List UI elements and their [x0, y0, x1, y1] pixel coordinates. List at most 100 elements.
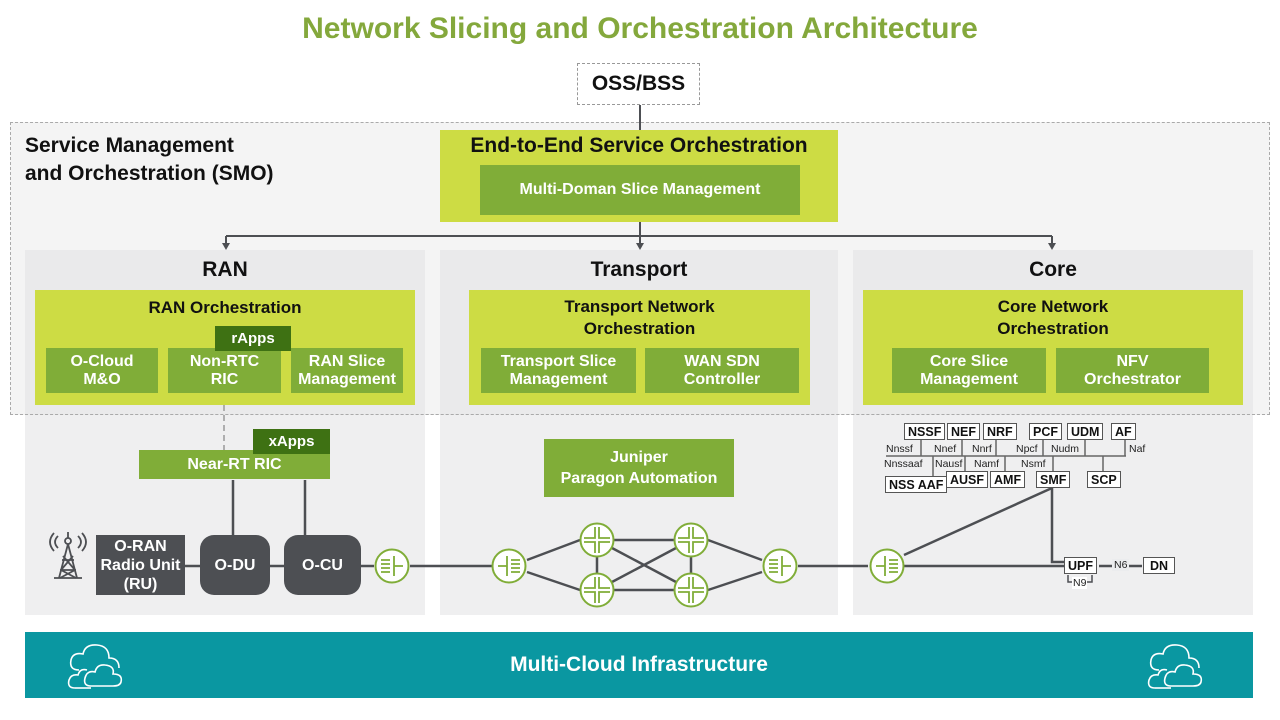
ran-title: RAN [202, 258, 248, 281]
if-n6: N6 [1112, 559, 1130, 571]
nf-af[interactable]: AF [1111, 423, 1136, 440]
nf-udm-label: UDM [1071, 424, 1100, 439]
core-router-icon[interactable] [579, 522, 615, 558]
nf-dn[interactable]: DN [1143, 557, 1176, 574]
ocloud-mo-label-1: O-Cloud [70, 352, 134, 370]
oss-bss-label: OSS/BSS [591, 72, 686, 95]
diagram-title: Network Slicing and Orchestration Archit… [302, 12, 978, 45]
if-nausf: Nausf [935, 458, 963, 470]
if-namf: Namf [974, 458, 1000, 470]
nf-smf[interactable]: SMF [1036, 471, 1071, 488]
if-naf: Naf [1129, 443, 1146, 455]
rapps-box[interactable]: rApps [215, 326, 291, 351]
nf-nrf-label: NRF [987, 424, 1013, 439]
rapps-label: rApps [231, 330, 275, 347]
near-rt-ric-box[interactable]: Near-RT RIC [139, 450, 330, 479]
nf-nssaaf-label: NSS AAF [889, 477, 944, 492]
near-rt-ric-label: Near-RT RIC [187, 455, 282, 473]
transport-pe-router-icon[interactable] [491, 548, 527, 584]
multi-domain-slice-mgmt-box[interactable]: Multi-Doman Slice Management [480, 165, 800, 215]
multi-cloud-infrastructure-bar[interactable]: Multi-Cloud Infrastructure [25, 632, 1253, 698]
core-slice-mgmt-box[interactable]: Core Slice Management [892, 348, 1046, 393]
core-edge-router-icon[interactable] [869, 548, 905, 584]
smo-label-line2: and Orchestration (SMO) [25, 162, 274, 185]
nf-scp-label: SCP [1091, 472, 1117, 487]
paragon-label-2: Paragon Automation [560, 470, 718, 487]
nf-nssf-label: NSSF [908, 424, 942, 439]
ru-label-1: O-RAN [114, 537, 167, 555]
cloud-icon-left [67, 644, 123, 689]
core-router-icon[interactable] [579, 572, 615, 608]
non-rt-ric-label-2: RIC [210, 370, 239, 388]
smo-boundary-line [10, 414, 1270, 415]
nf-pcf[interactable]: PCF [1029, 423, 1062, 440]
transport-orch-line1: Transport Network [564, 297, 715, 316]
non-rt-ric-label-1: Non-RTC [189, 352, 260, 370]
nf-udm[interactable]: UDM [1067, 423, 1104, 440]
if-nnef: Nnef [934, 443, 957, 455]
o-du-box[interactable]: O-DU [200, 535, 270, 595]
transport-orchestration-title: Transport Network Orchestration [469, 296, 810, 340]
paragon-label-1: Juniper [610, 449, 668, 466]
o-cu-box[interactable]: O-CU [284, 535, 361, 595]
multi-cloud-label: Multi-Cloud Infrastructure [510, 653, 768, 676]
nf-scp[interactable]: SCP [1087, 471, 1121, 488]
if-nnssf: Nnssf [886, 443, 913, 455]
nf-pcf-label: PCF [1033, 424, 1058, 439]
cell-tower-icon [49, 532, 87, 579]
nf-upf-label: UPF [1068, 558, 1093, 573]
ran-slice-mgmt-label-1: RAN Slice [308, 352, 386, 370]
ran-slice-mgmt-box[interactable]: RAN Slice Management [291, 348, 403, 393]
if-npcf: Npcf [1016, 443, 1038, 455]
smo-label-line1: Service Management [25, 134, 234, 157]
nfv-orchestrator-box[interactable]: NFV Orchestrator [1056, 348, 1209, 393]
xapps-box[interactable]: xApps [253, 429, 330, 454]
ru-label-3: (RU) [123, 575, 158, 593]
transport-orch-line2: Orchestration [583, 319, 696, 338]
paragon-automation-box[interactable]: Juniper Paragon Automation [544, 439, 734, 497]
cloud-icon-right [1147, 644, 1203, 689]
transport-slice-mgmt-box[interactable]: Transport Slice Management [481, 348, 636, 393]
if-nnrf: Nnrf [972, 443, 992, 455]
core-orch-line2: Orchestration [997, 319, 1109, 338]
ran-orchestration-title: RAN Orchestration [148, 298, 302, 317]
nf-af-label: AF [1115, 424, 1132, 439]
ru-label-2: Radio Unit [100, 556, 181, 574]
transport-title: Transport [590, 258, 688, 281]
nf-ausf-label: AUSF [950, 472, 985, 487]
smo-label: Service Management and Orchestration (SM… [25, 132, 274, 188]
xapps-label: xApps [268, 433, 315, 450]
multi-domain-slice-mgmt-label: Multi-Doman Slice Management [519, 181, 761, 198]
ran-edge-router-icon[interactable] [374, 548, 410, 584]
ran-slice-mgmt-label-2: Management [298, 370, 396, 388]
core-title: Core [1029, 258, 1077, 281]
nf-upf[interactable]: UPF [1064, 557, 1097, 574]
core-orchestration-title: Core Network Orchestration [863, 296, 1243, 340]
nf-nssaaf[interactable]: NSS AAF [885, 476, 948, 493]
if-n9: N9 [1072, 577, 1088, 589]
nf-nef[interactable]: NEF [947, 423, 980, 440]
nf-ausf[interactable]: AUSF [946, 471, 989, 488]
transport-pe-router-icon[interactable] [762, 548, 798, 584]
ocloud-mo-box[interactable]: O-Cloud M&O [46, 348, 158, 393]
nf-smf-label: SMF [1040, 472, 1067, 487]
nf-dn-label: DN [1150, 558, 1169, 573]
nf-nssf[interactable]: NSSF [904, 423, 946, 440]
nf-amf[interactable]: AMF [990, 471, 1026, 488]
oss-bss-box[interactable]: OSS/BSS [577, 63, 700, 105]
transport-slice-mgmt-label-1: Transport Slice [500, 352, 617, 370]
wan-sdn-controller-box[interactable]: WAN SDN Controller [645, 348, 799, 393]
ocloud-mo-label-2: M&O [83, 370, 121, 388]
core-orch-line1: Core Network [997, 297, 1109, 316]
e2e-orchestration-title: End-to-End Service Orchestration [470, 134, 808, 157]
core-slice-mgmt-label-1: Core Slice [929, 352, 1009, 370]
core-router-icon[interactable] [673, 572, 709, 608]
oran-radio-unit-box[interactable]: O-RAN Radio Unit (RU) [96, 535, 185, 595]
nf-nrf[interactable]: NRF [983, 423, 1017, 440]
core-router-icon[interactable] [673, 522, 709, 558]
nfvo-label-2: Orchestrator [1084, 370, 1181, 388]
transport-slice-mgmt-label-2: Management [509, 370, 608, 388]
wan-sdn-label-2: Controller [683, 370, 761, 388]
non-rt-ric-box[interactable]: Non-RTC RIC [168, 348, 281, 393]
o-du-label: O-DU [214, 556, 256, 574]
